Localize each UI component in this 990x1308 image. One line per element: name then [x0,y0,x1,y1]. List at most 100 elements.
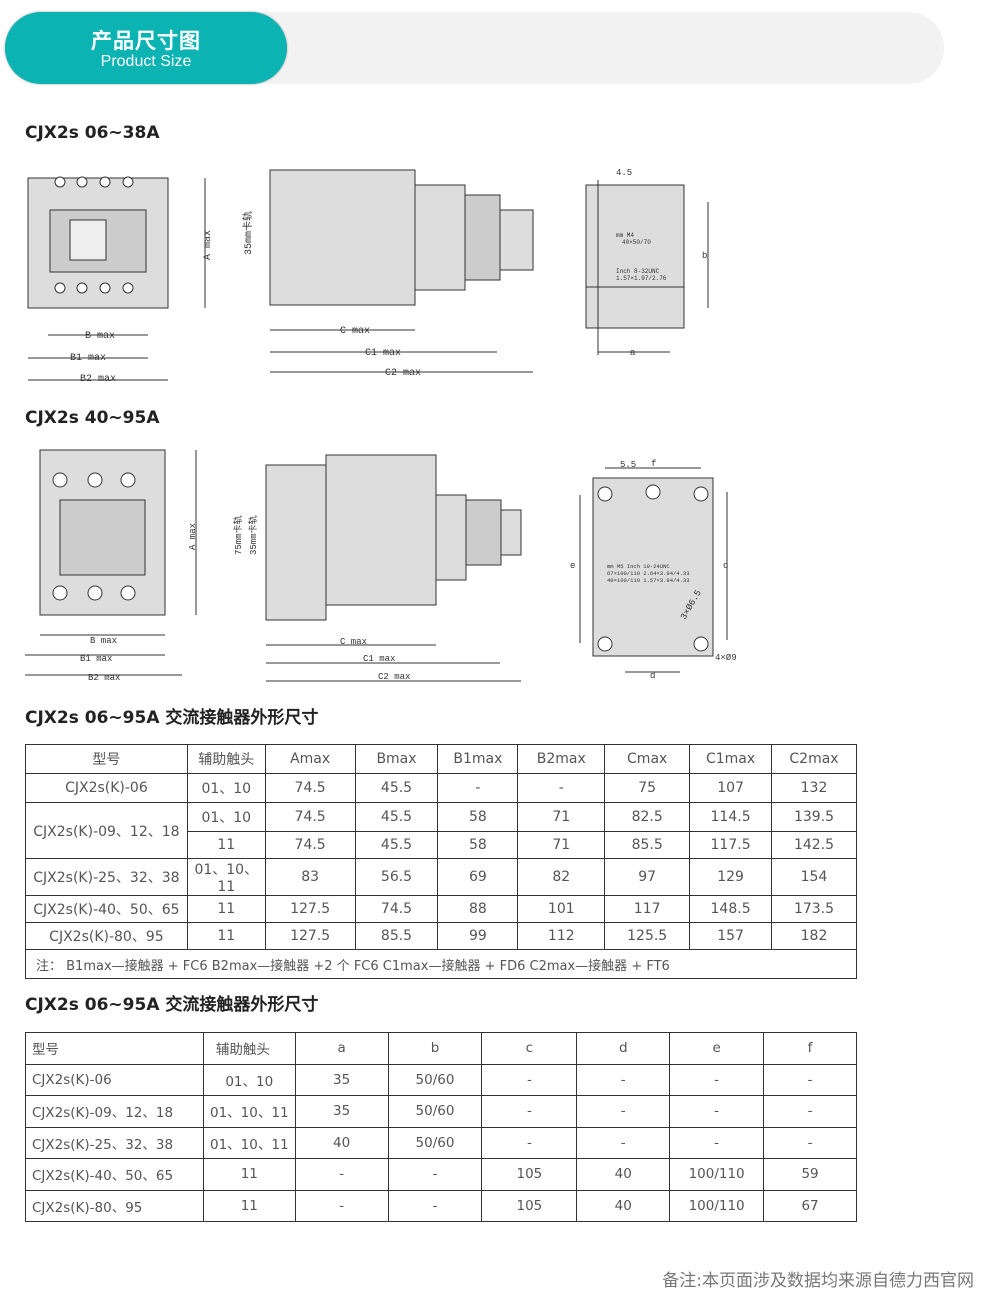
cell: 35 [294,1063,389,1096]
dimensions-table-1: 型号 辅助触头 Amax Bmax B1max B2max Cmax C1max… [25,744,857,979]
table1-title: CJX2s 06~95A 交流接触器外形尺寸 [25,708,319,728]
cell: 01、10 [186,773,266,803]
cell: 75 [604,773,691,803]
label-c2-max: C2 max [378,672,410,682]
front-view-drawing-small: B max B1 max B2 max A max [27,176,214,385]
dim-a: a [630,348,636,358]
col-header: c [481,1032,578,1065]
cell: 105 [481,1189,578,1222]
cell: - [517,773,606,803]
cell: 71 [517,831,606,859]
cell: 67 [763,1189,857,1222]
cell: 11 [202,1158,296,1191]
cell: 74.5 [354,895,439,923]
label-rail-35: 35mm卡轨 [247,515,259,555]
side-view-drawing-small: C max C1 max C2 max 35mm卡轨 [241,169,534,379]
col-header: 型号 [25,744,188,774]
cell: 40 [294,1126,389,1159]
cell: CJX2s(K)-40、50、65 [25,895,188,923]
cell: 142.5 [771,831,857,859]
cell: - [669,1095,765,1128]
table-header-row: 型号 辅助触头 a b c d e f [25,1032,857,1065]
dim-e: e [570,561,575,571]
cell: 45.5 [354,773,439,803]
cell: - [387,1189,483,1222]
cell: - [481,1095,578,1128]
table2-title: CJX2s 06~95A 交流接触器外形尺寸 [25,995,319,1015]
cell: 127.5 [264,922,356,950]
section1-title: CJX2s 06~38A [25,123,160,143]
plate-line-1: mm M5 Inch 10-24UNC [607,563,670,570]
label-b-max: B max [85,331,115,342]
cell: 56.5 [354,858,439,896]
cell: CJX2s(K)-09、12、18 [25,1095,204,1128]
cell: 58 [437,831,519,859]
label-c2-max: C2 max [385,368,421,379]
cell: 50/60 [387,1063,483,1096]
cell: 45.5 [354,802,439,832]
cell: 11 [186,831,266,859]
col-header: Amax [264,744,356,774]
cell: - [669,1126,765,1159]
side-view-drawing-large: C max C1 max C2 max 75mm卡轨 35mm卡轨 [232,454,522,682]
cell: CJX2s(K)-40、50、65 [25,1158,204,1191]
col-header: B1max [437,744,519,774]
cell: 182 [771,922,857,950]
cell: CJX2s(K)-80、95 [25,1189,204,1222]
cell: - [763,1126,857,1159]
section-title-badge: 产品尺寸图 Product Size [5,12,287,84]
cell: 01、10、11 [186,858,266,896]
cell: 01、10 [186,802,266,832]
cell: - [576,1126,671,1159]
cell: - [576,1095,671,1128]
plate-inch-dims: 1.57×1.97/2.76 [616,275,667,282]
cell: 11 [186,895,266,923]
label-b1-max: B1 max [80,654,112,664]
label-c1-max: C1 max [363,654,395,664]
label-a-max: A max [203,230,214,260]
plate-mm-dims: 40×50/70 [622,239,651,246]
cell: 100/110 [669,1189,765,1222]
front-view-drawing-large: B max B1 max B2 max A max [25,449,198,683]
table-header-row: 型号 辅助触头 Amax Bmax B1max B2max Cmax C1max… [25,744,857,774]
cell: 99 [437,922,519,950]
label-rail: 35mm卡轨 [241,211,255,255]
cell: - [437,773,519,803]
cell: 157 [689,922,773,950]
cell: - [763,1095,857,1128]
label-b1-max: B1 max [70,353,106,364]
cell: 59 [763,1158,857,1191]
col-header: b [387,1032,483,1065]
cell: 74.5 [264,773,356,803]
cell: 50/60 [387,1126,483,1159]
cell: 74.5 [264,802,356,832]
mounting-view-drawing-large: 5.5 f e c d 3×Ø6.5 4×Ø9 mm M5 Inch 10-24… [570,459,737,681]
title-cn: 产品尺寸图 [91,29,201,53]
cell: 35 [294,1095,389,1128]
cell: - [481,1126,578,1159]
col-header: B2max [517,744,606,774]
cell: 69 [437,858,519,896]
cell: 125.5 [604,922,691,950]
label-c-max: C max [340,637,367,647]
label-c1-max: C1 max [365,348,401,359]
cell: - [763,1063,857,1096]
cell: CJX2s(K)-25、32、38 [25,1126,204,1159]
cell: - [294,1158,389,1191]
cell: 105 [481,1158,578,1191]
col-header: 辅助触头 [186,744,266,774]
col-header: C2max [771,744,857,774]
cell: 11 [186,922,266,950]
cell: 139.5 [771,802,857,832]
plate-inch: Inch 8-32UNC [616,268,660,275]
cell: 45.5 [354,831,439,859]
section2-title: CJX2s 40~95A [25,408,160,428]
cell: 129 [689,858,773,896]
label-c-max: C max [340,326,370,337]
